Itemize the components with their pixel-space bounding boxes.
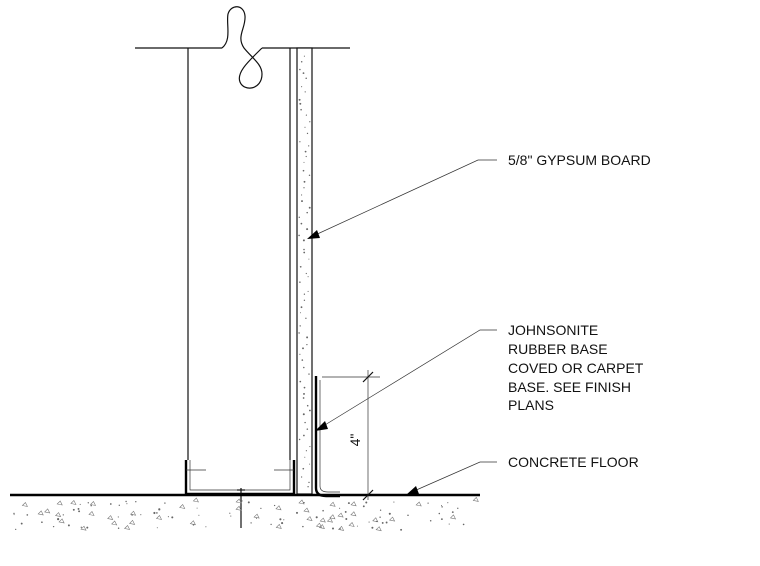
concrete-floor (10, 493, 480, 532)
concrete-floor-label: CONCRETE FLOOR (508, 454, 639, 470)
rubber-base (314, 376, 340, 498)
gypsum-leader (307, 159, 497, 239)
gypsum-board-label: 5/8" GYPSUM BOARD (508, 152, 651, 168)
rubber-base-label-line-1: JOHNSONITE (508, 322, 598, 338)
rubber-base-label-line-4: BASE. SEE FINISH (508, 379, 631, 395)
concrete-floor-leader (406, 461, 497, 495)
steel-stud (187, 48, 291, 460)
gypsum-board (296, 47, 313, 495)
rubber-base-leader (315, 329, 497, 431)
rubber-base-label-line-5: PLANS (508, 397, 554, 413)
dimension-text: 4" (347, 434, 363, 447)
rubber-base-label-line-3: COVED OR CARPET (508, 360, 644, 376)
bottom-track (184, 460, 296, 496)
top-break-line (135, 6, 350, 89)
dimension-4-inch: 4" (322, 370, 380, 501)
rubber-base-label-line-2: RUBBER BASE (508, 341, 608, 357)
